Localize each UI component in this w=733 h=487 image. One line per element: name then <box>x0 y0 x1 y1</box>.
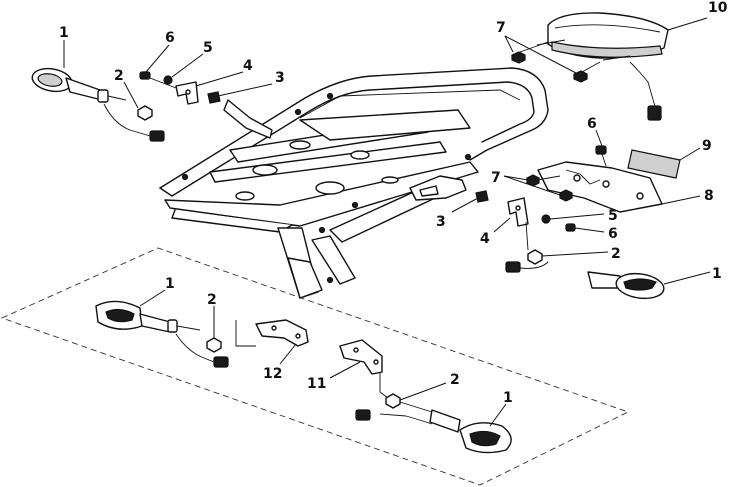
leader-lines <box>63 17 711 427</box>
callout-7-mid: 7 <box>491 170 501 186</box>
indicator-top-left <box>31 67 165 142</box>
top-bracket-hardware <box>139 71 221 105</box>
indicator-lower-right <box>355 393 512 454</box>
indicator-lower-left <box>95 300 229 368</box>
callout-5-right: 5 <box>608 208 618 224</box>
callout-1-lower-right: 1 <box>503 390 513 406</box>
callout-3-top: 3 <box>275 70 285 86</box>
callout-11: 11 <box>307 376 326 392</box>
callout-6-mid: 6 <box>608 226 618 242</box>
callout-4-mid: 4 <box>480 231 490 247</box>
bracket-12 <box>235 319 309 347</box>
callout-2-right: 2 <box>611 246 621 262</box>
callout-10: 10 <box>708 0 728 16</box>
tail-light <box>511 12 669 121</box>
callout-3-mid: 3 <box>436 214 446 230</box>
callout-12: 12 <box>263 366 282 382</box>
callout-4-top: 4 <box>243 58 253 74</box>
indicator-mid-right <box>475 190 665 300</box>
callout-6-top: 6 <box>165 30 175 46</box>
callout-8: 8 <box>704 188 714 204</box>
callout-6-right: 6 <box>587 116 597 132</box>
callout-2-lower: 2 <box>207 292 217 308</box>
callout-2-top: 2 <box>114 68 124 84</box>
bracket-11 <box>339 339 389 399</box>
callout-1-lower-left: 1 <box>165 276 175 292</box>
alternate-kit-dashed-box <box>0 247 630 486</box>
rear-subframe <box>159 67 549 299</box>
callout-7-top: 7 <box>496 20 506 36</box>
callout-2-lower-right: 2 <box>450 372 460 388</box>
plate-bolts-and-nuts <box>526 145 607 202</box>
callout-5-top: 5 <box>203 40 213 56</box>
reflector <box>627 149 681 179</box>
callout-1-top-left: 1 <box>59 25 69 41</box>
callout-9: 9 <box>702 138 712 154</box>
callout-1-right: 1 <box>712 266 722 282</box>
